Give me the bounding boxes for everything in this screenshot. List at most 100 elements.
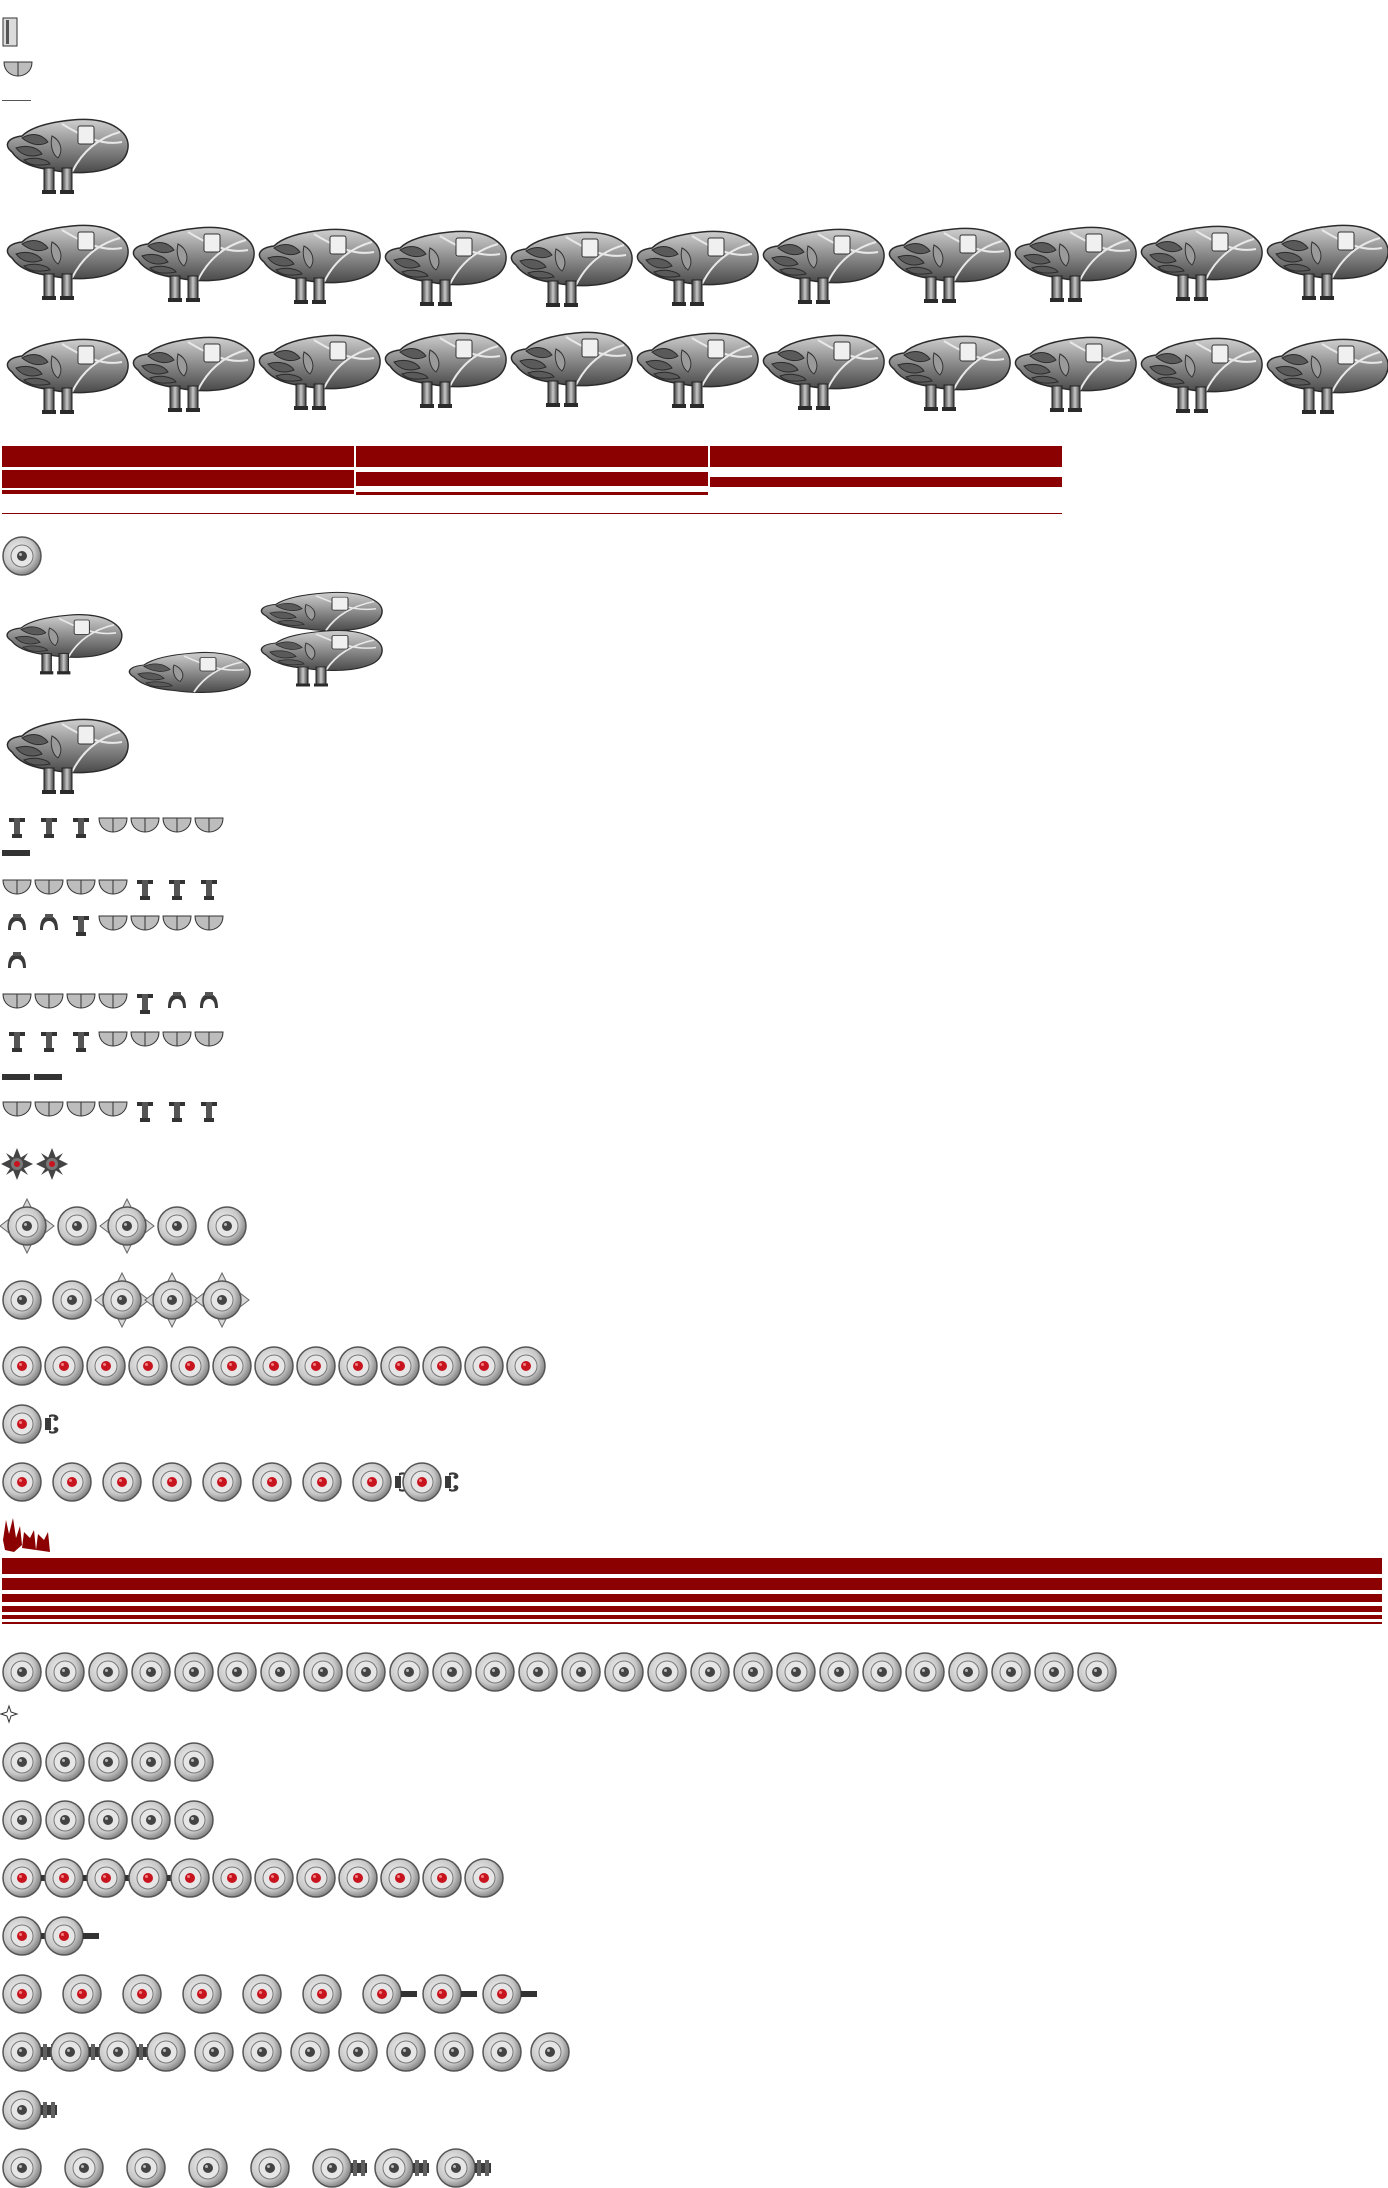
orb-frame bbox=[0, 1199, 54, 1253]
orb-frame bbox=[152, 1462, 192, 1502]
orb-frame bbox=[95, 1273, 149, 1327]
orb-frame bbox=[338, 2032, 378, 2072]
tpiece-piece bbox=[41, 818, 57, 838]
orb-frame bbox=[422, 1858, 462, 1898]
orb-frame bbox=[254, 1858, 294, 1898]
orb-single bbox=[2, 536, 42, 576]
orb-frame bbox=[302, 1462, 342, 1502]
ship-frame bbox=[889, 336, 1010, 411]
shell-piece bbox=[162, 817, 192, 833]
bar-attachment bbox=[461, 1991, 477, 1997]
orb-frame bbox=[242, 2032, 282, 2072]
orb-frame bbox=[217, 1652, 257, 1692]
sparkle-icon bbox=[0, 1704, 19, 1724]
shell-piece bbox=[2, 993, 32, 1009]
orb-frame bbox=[296, 1858, 336, 1898]
ship-frame bbox=[637, 333, 758, 408]
orb-frame bbox=[432, 1652, 472, 1692]
orb-frame bbox=[604, 1652, 644, 1692]
ship-variants bbox=[7, 591, 384, 694]
orb-frame bbox=[174, 1652, 214, 1692]
orb-frame bbox=[303, 1652, 343, 1692]
ship-frame bbox=[385, 333, 506, 408]
shell-piece bbox=[66, 879, 96, 895]
orb-frame bbox=[202, 1462, 242, 1502]
orb-frame bbox=[188, 2148, 228, 2188]
orb-frame bbox=[2, 1858, 42, 1898]
orb-frame bbox=[422, 1974, 462, 2014]
orb-frame bbox=[45, 1652, 85, 1692]
orb-frame bbox=[2, 1652, 42, 1692]
shell-piece bbox=[34, 1101, 64, 1117]
orb-frame bbox=[131, 1800, 171, 1840]
orb-frame bbox=[50, 2032, 90, 2072]
orb-frame bbox=[434, 2032, 474, 2072]
shell-piece bbox=[130, 915, 160, 931]
orb-frame bbox=[44, 1916, 84, 1956]
bar-piece bbox=[2, 1074, 30, 1080]
orb-frame bbox=[475, 1652, 515, 1692]
orb-frame bbox=[1077, 1652, 1117, 1692]
shell-piece bbox=[66, 993, 96, 1009]
orb-frame bbox=[242, 1974, 282, 2014]
orb-frame bbox=[862, 1652, 902, 1692]
orb-frame bbox=[250, 2148, 290, 2188]
ship-frame bbox=[1141, 226, 1262, 301]
orb-frame bbox=[362, 1974, 402, 2014]
orb-frame bbox=[44, 1346, 84, 1386]
orb-frame bbox=[88, 1742, 128, 1782]
clamp-attachment bbox=[413, 2160, 429, 2176]
shell-piece bbox=[98, 1101, 128, 1117]
shell-piece bbox=[34, 993, 64, 1009]
orb-frame bbox=[905, 1652, 945, 1692]
ship-frame bbox=[133, 227, 254, 302]
ship-large bbox=[7, 719, 128, 794]
orb-frame bbox=[312, 2148, 352, 2188]
ship-frame bbox=[1015, 337, 1136, 412]
bar-attachment bbox=[83, 1933, 99, 1939]
orb-frame bbox=[733, 1652, 773, 1692]
shell-piece bbox=[98, 879, 128, 895]
orb-frame bbox=[62, 1974, 102, 2014]
ship-frame bbox=[889, 228, 1010, 303]
orb-frame bbox=[128, 1346, 168, 1386]
orb-frame bbox=[2, 1404, 42, 1444]
orb-frame bbox=[2, 2090, 42, 2130]
orb-frame bbox=[2, 1742, 42, 1782]
orb-frame bbox=[122, 1974, 162, 2014]
tpiece-piece bbox=[169, 880, 185, 900]
shell-piece bbox=[3, 61, 33, 77]
orb-frame bbox=[57, 1206, 97, 1246]
orb-frame bbox=[482, 1974, 522, 2014]
clamp-attachment bbox=[41, 2102, 57, 2118]
orb-frame bbox=[2, 1346, 42, 1386]
orb-frame bbox=[174, 1800, 214, 1840]
tpiece-piece bbox=[9, 1032, 25, 1052]
tpiece-piece bbox=[73, 1032, 89, 1052]
orb-frame bbox=[464, 1858, 504, 1898]
small-parts bbox=[2, 17, 33, 101]
orb-frame bbox=[380, 1858, 420, 1898]
orb-frame bbox=[2, 1462, 42, 1502]
ship-base bbox=[7, 119, 128, 194]
ship-frame bbox=[1267, 339, 1388, 414]
orb-frame bbox=[464, 1346, 504, 1386]
orb-frame bbox=[195, 1273, 249, 1327]
shell-piece bbox=[194, 817, 224, 833]
orb-frame bbox=[174, 1742, 214, 1782]
health-bars-b bbox=[2, 1558, 1382, 1624]
orb-frame bbox=[102, 1462, 142, 1502]
orb-frame bbox=[100, 1199, 154, 1253]
orb-frame bbox=[207, 1206, 247, 1246]
orb-frame bbox=[2, 1800, 42, 1840]
orb-frame bbox=[212, 1346, 252, 1386]
tpiece-piece bbox=[201, 1102, 217, 1122]
orb-frame bbox=[302, 1974, 342, 2014]
tpiece-piece bbox=[137, 994, 153, 1014]
orb-frame bbox=[482, 2032, 522, 2072]
orb-frame bbox=[380, 1346, 420, 1386]
orb-frame bbox=[157, 1206, 197, 1246]
orb-frame bbox=[948, 1652, 988, 1692]
ship-frame bbox=[1267, 225, 1388, 300]
